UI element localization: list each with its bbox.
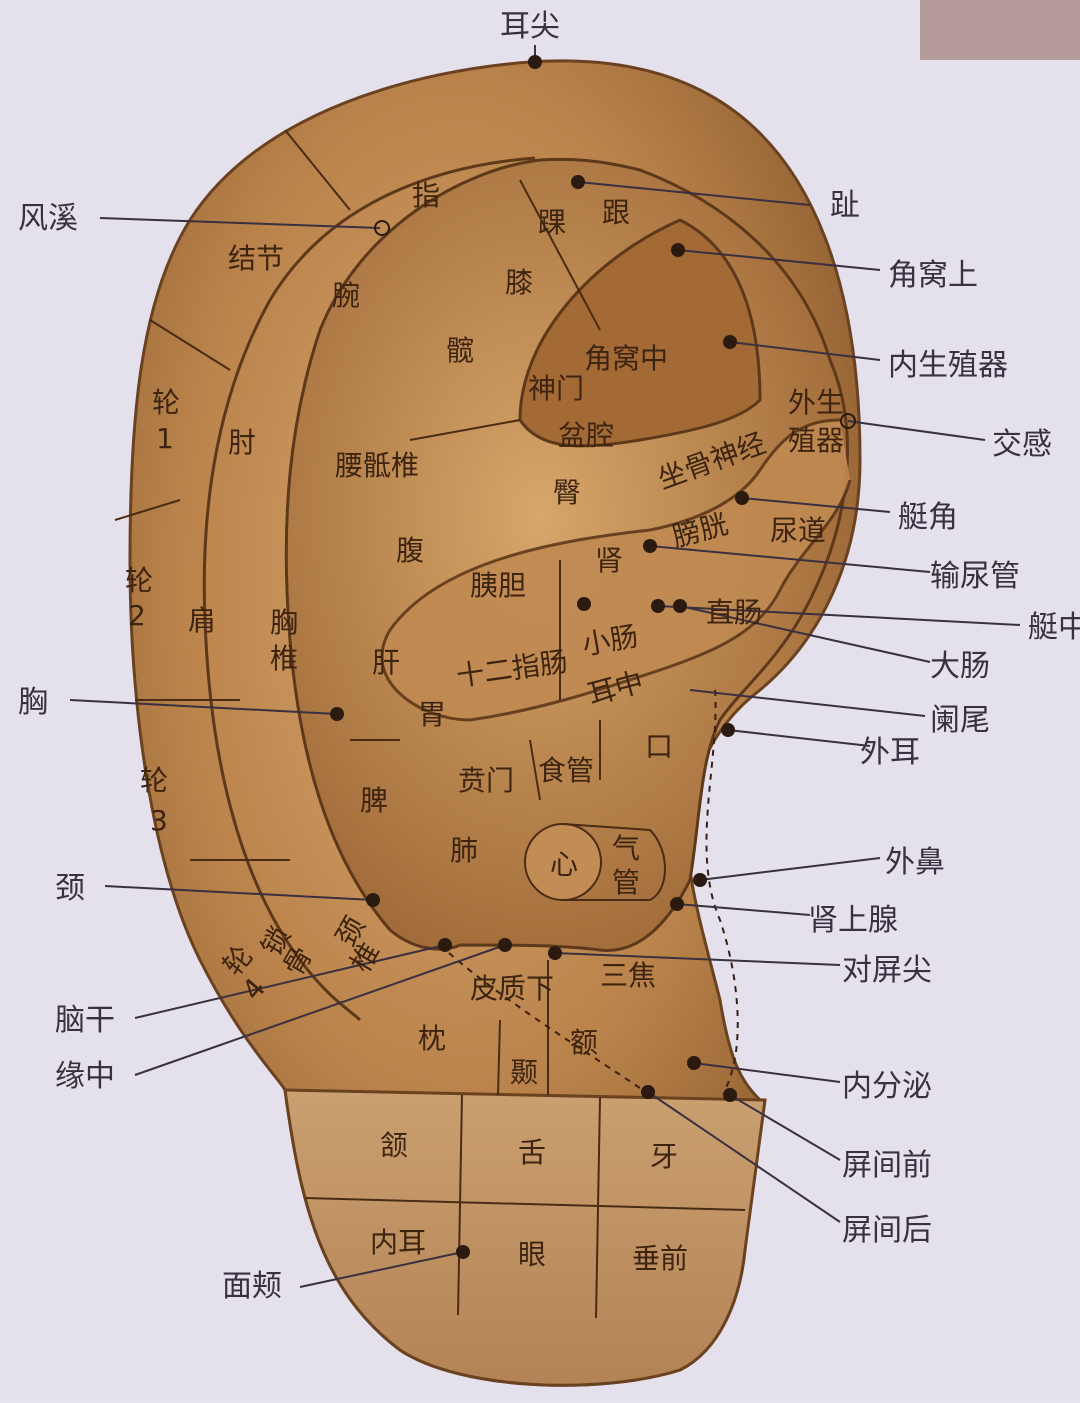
region-san-jiao: 三焦 (600, 959, 656, 992)
label-dui-ping-jian: 对屏尖 (842, 953, 932, 988)
region-ben-men: 贲门 (458, 764, 514, 797)
region-shen: 肾 (595, 544, 623, 577)
region-lun2-a: 轮 (125, 564, 153, 597)
region-lun3-a: 轮 (140, 764, 168, 797)
region-tun: 臀 (553, 476, 581, 509)
region-he: 颔 (380, 1129, 408, 1162)
region-jian: 肩 (188, 604, 216, 637)
region-zhou: 肘 (228, 426, 256, 459)
label-jiao-wo-shang: 角窝上 (888, 258, 978, 293)
region-xi: 膝 (505, 266, 533, 299)
region-yan: 眼 (518, 1238, 546, 1271)
label-wai-er: 外耳 (860, 735, 920, 770)
region-xiong-zhui-b: 椎 (270, 642, 298, 675)
region-wan: 腕 (332, 279, 360, 312)
region-pi-zhi-xia: 皮质下 (470, 972, 554, 1005)
region-zhi-chang: 直肠 (706, 596, 762, 629)
region-pi: 脾 (360, 784, 388, 817)
label-ping-jian-qian: 屏间前 (842, 1148, 932, 1183)
label-ting-zhong: 艇中 (1028, 610, 1080, 645)
region-dividers (114, 129, 746, 1319)
callout-lines (69, 45, 1021, 1288)
trachea-tube (562, 823, 666, 901)
region-lun3-b: 3 (150, 804, 168, 837)
region-xiong-zhui-a: 胸 (270, 606, 298, 639)
scapha-ridge (202, 156, 536, 1022)
label-lan-wei: 阑尾 (930, 703, 990, 738)
region-zhi-finger: 指 (412, 179, 440, 212)
callout-dots (330, 55, 856, 1259)
ear-lobe (283, 1088, 767, 1387)
region-she: 舌 (518, 1136, 546, 1169)
label-er-jian: 耳尖 (500, 9, 560, 44)
label-jing: 颈 (55, 871, 85, 906)
label-ting-jiao: 艇角 (898, 500, 958, 535)
region-yao-di-zhui: 腰骶椎 (335, 449, 419, 482)
region-shen-men: 神门 (528, 372, 584, 405)
region-lun2-b: 2 (128, 599, 146, 632)
region-lun1-b: 1 (156, 422, 174, 455)
region-e: 额 (570, 1026, 598, 1059)
region-pen-qiang: 盆腔 (558, 419, 614, 452)
label-nei-fen-mi: 内分泌 (842, 1069, 932, 1104)
region-fei: 肺 (450, 834, 478, 867)
region-gen: 跟 (602, 196, 630, 229)
region-gan: 肝 (372, 646, 400, 679)
antitragus-dashed-line (439, 944, 651, 1096)
region-niao-dao: 尿道 (770, 514, 826, 547)
label-nei-sheng-zhi-qi: 内生殖器 (888, 348, 1008, 383)
label-mian-jia: 面颊 (222, 1269, 282, 1304)
region-wai-sheng-1: 外生 (788, 386, 844, 419)
region-kou: 口 (645, 730, 673, 763)
region-ya: 牙 (650, 1140, 678, 1173)
label-shu-niao-guan: 输尿管 (930, 559, 1020, 594)
region-huai: 踝 (538, 206, 566, 239)
region-chui-qian: 垂前 (632, 1242, 688, 1275)
label-xiong: 胸 (18, 685, 48, 720)
region-zhen: 枕 (418, 1022, 446, 1055)
label-yuan-zhong: 缘中 (55, 1059, 115, 1094)
label-nao-gan: 脑干 (55, 1003, 115, 1038)
region-wai-sheng-2: 殖器 (788, 424, 844, 457)
label-jiao-gan: 交感 (992, 427, 1052, 462)
region-yi-dan: 胰胆 (470, 569, 526, 602)
label-wai-bi: 外鼻 (885, 845, 945, 880)
region-jiao-wo-zhong: 角窝中 (584, 342, 668, 375)
region-kuan: 髋 (446, 334, 474, 367)
region-fu: 腹 (396, 534, 424, 567)
label-feng-xi: 风溪 (18, 201, 78, 236)
region-qi-guan-a: 气 (612, 832, 640, 865)
region-nie: 颞 (510, 1056, 538, 1089)
callout-labels: 耳尖 趾 风溪 角窝上 内生殖器 交感 艇角 输尿管 艇中 大肠 阑尾 外耳 胸… (18, 9, 1080, 1304)
region-lun1-a: 轮 (152, 386, 180, 419)
tragus-dashed-line (705, 689, 739, 1091)
region-shi-guan: 食管 (538, 754, 594, 787)
region-wei: 胃 (418, 698, 446, 731)
label-zhi-toe: 趾 (830, 188, 860, 223)
region-jie-jie: 结节 (228, 242, 284, 275)
region-nei-er: 内耳 (370, 1226, 426, 1259)
region-xin: 心 (550, 848, 578, 881)
label-ping-jian-hou: 屏间后 (842, 1213, 932, 1248)
region-qi-guan-b: 管 (612, 866, 640, 899)
label-da-chang: 大肠 (930, 649, 990, 684)
label-shen-shang-xian: 肾上腺 (808, 903, 898, 938)
helix-crus (380, 418, 852, 722)
